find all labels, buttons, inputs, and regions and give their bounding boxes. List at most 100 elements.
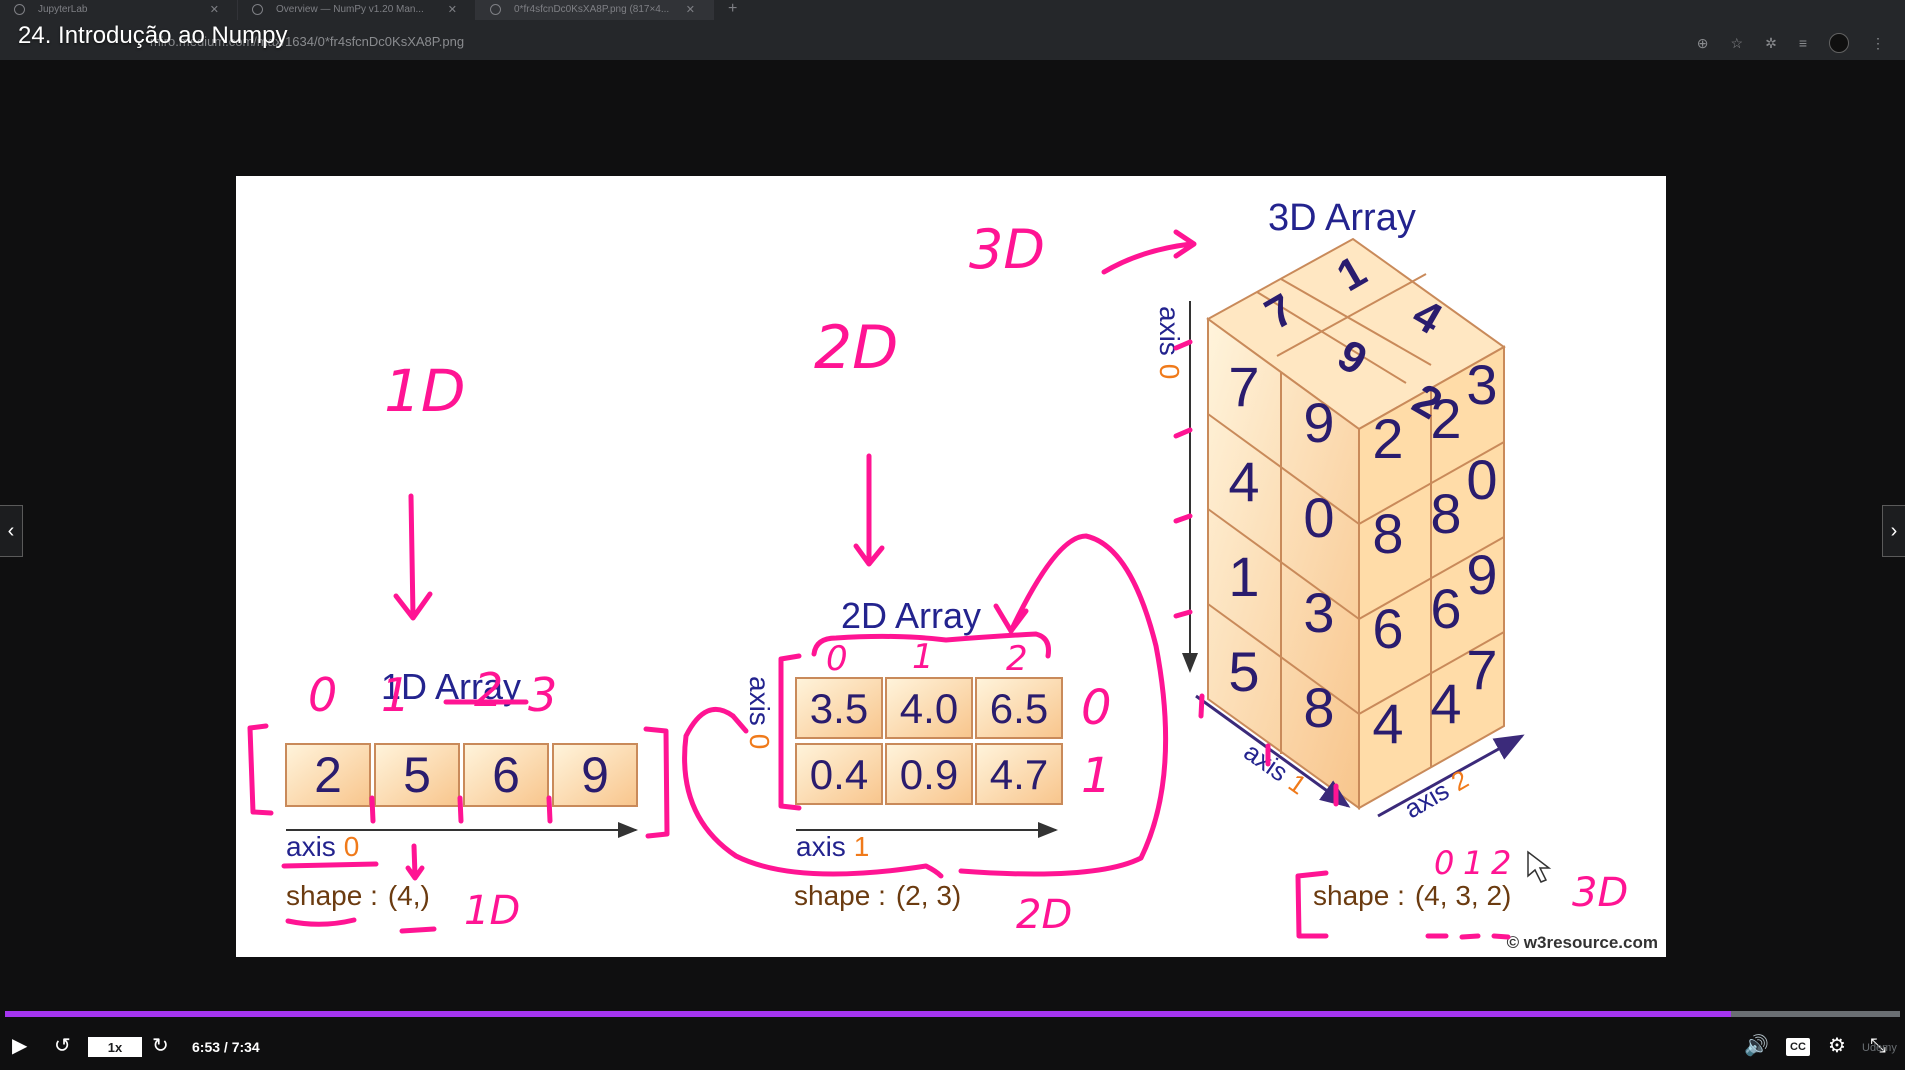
svg-text:6: 6 (1372, 597, 1403, 660)
playback-speed-button[interactable]: 1x (88, 1037, 142, 1057)
shape-label-2d: shape :(2, 3) (794, 880, 961, 911)
svg-text:2: 2 (314, 747, 342, 803)
recorded-browser-chrome: JupyterLab✕ Overview — NumPy v1.20 Man..… (0, 0, 1905, 60)
credit-text: © w3resource.com (1507, 933, 1658, 952)
array-2d-cells: 3.5 4.0 6.5 0.4 0.9 4.7 (795, 677, 1063, 805)
close-icon: ✕ (447, 4, 457, 16)
next-lecture-button[interactable]: › (1882, 505, 1905, 557)
svg-text:0: 0 (1303, 486, 1334, 549)
pen-annotation-text: 1D 2D 3D 0 1 2 3 0 1 2 0 1 0 1 2 1D 2D 3… (308, 218, 1628, 938)
shape-label-3d: shape :(4, 3, 2) (1313, 880, 1511, 911)
forward-button[interactable]: ↻ (152, 1036, 169, 1056)
video-title: 24. Introdução ao Numpy (18, 22, 288, 49)
svg-text:4: 4 (1372, 692, 1403, 755)
rewind-icon: ↺ (54, 1035, 71, 1057)
forward-icon: ↻ (152, 1035, 169, 1057)
svg-text:1: 1 (1463, 844, 1483, 882)
watermark: Udemy (1862, 1042, 1897, 1054)
volume-button[interactable]: 🔊 (1744, 1036, 1769, 1056)
close-icon: ✕ (209, 4, 219, 16)
pen-annotations (247, 229, 1511, 940)
chevron-left-icon: ‹ (7, 519, 15, 542)
array-3d-cube: 1 7 4 9 3 2 7 9 4 0 1 3 5 8 2 8 6 4 (1206, 237, 1506, 810)
svg-text:2: 2 (1491, 844, 1511, 882)
extensions-icon: ✲ (1765, 34, 1777, 51)
settings-button[interactable]: ⚙ (1828, 1036, 1846, 1056)
svg-text:1: 1 (381, 668, 410, 722)
svg-text:0: 0 (1434, 844, 1454, 882)
array-1d-cell: 9 (552, 743, 638, 807)
svg-text:9: 9 (1466, 543, 1497, 606)
progress-bar[interactable] (5, 1011, 1900, 1017)
avatar (1829, 33, 1849, 53)
svg-text:4: 4 (1430, 672, 1461, 735)
svg-text:0: 0 (308, 668, 337, 722)
svg-text:2: 2 (1430, 387, 1461, 450)
play-button[interactable]: ▶ (12, 1036, 27, 1056)
svg-text:3: 3 (1303, 581, 1334, 644)
svg-text:6: 6 (492, 747, 520, 803)
axis-2-arrow-3d (1377, 734, 1525, 818)
array-2d-cell: 0.4 (795, 743, 883, 805)
rewind-button[interactable]: ↺ (54, 1036, 71, 1056)
previous-lecture-button[interactable]: ‹ (0, 505, 23, 557)
svg-text:5: 5 (1228, 640, 1259, 703)
recorded-url: miro.medium.com/max/1634/0*fr4sfcnDc0KsX… (150, 34, 465, 49)
svg-text:4.7: 4.7 (990, 751, 1048, 798)
svg-text:3: 3 (528, 668, 557, 722)
mouse-cursor-icon (1527, 850, 1552, 883)
svg-text:8: 8 (1430, 482, 1461, 545)
svg-text:8: 8 (1303, 676, 1334, 739)
svg-text:1D: 1D (384, 357, 466, 425)
svg-text:0: 0 (1466, 448, 1497, 511)
svg-text:2: 2 (1372, 407, 1403, 470)
array-2d-cell: 4.7 (975, 743, 1063, 805)
svg-text:1D: 1D (464, 888, 520, 934)
svg-text:9: 9 (581, 747, 609, 803)
recorded-tab-strip: JupyterLab✕ Overview — NumPy v1.20 Man..… (0, 0, 1905, 20)
play-icon: ▶ (12, 1035, 28, 1057)
svg-text:9: 9 (1303, 391, 1334, 454)
array-1d-cell: 5 (374, 743, 460, 807)
volume-icon: 🔊 (1744, 1035, 1769, 1057)
array-1d-cells: 2 5 6 9 (285, 743, 638, 807)
recorded-tab: Overview — NumPy v1.20 Man...✕ (238, 0, 476, 20)
svg-text:1: 1 (1081, 748, 1112, 804)
array-1d-cell: 2 (285, 743, 371, 807)
svg-text:6: 6 (1430, 577, 1461, 640)
title-3d-array: 3D Array (1268, 197, 1416, 239)
svg-text:3D: 3D (969, 218, 1045, 281)
svg-text:2: 2 (474, 663, 503, 717)
svg-text:0: 0 (1081, 680, 1112, 736)
svg-text:3: 3 (1466, 353, 1497, 416)
svg-text:1: 1 (912, 637, 934, 677)
time-display: 6:53 / 7:34 (192, 1039, 260, 1055)
title-2d-array: 2D Array (841, 595, 981, 636)
close-icon: ✕ (685, 4, 695, 16)
axis0-label-2d: axis0 (744, 676, 775, 749)
slide-image: 1D Array 2 5 6 9 (236, 176, 1666, 957)
recorded-browser-icons: ⊕ ☆ ✲ ≡ ⋮ (1697, 33, 1885, 53)
numpy-arrays-diagram: 1D Array 2 5 6 9 (247, 197, 1658, 952)
array-2d-cell: 0.9 (885, 743, 973, 805)
fullscreen-icon: ⤡ (1870, 1035, 1886, 1057)
fullscreen-button[interactable]: ⤡ (1870, 1036, 1886, 1056)
axis0-label-3d: axis0 (1154, 306, 1185, 379)
shape-label-1d: shape :(4,) (286, 880, 430, 911)
star-icon: ☆ (1730, 34, 1744, 51)
tab-favicon-icon (14, 4, 25, 15)
progress-bar-fill (5, 1011, 1732, 1017)
svg-text:0: 0 (826, 639, 848, 679)
recorded-tab: 0*fr4sfcnDc0KsXA8P.png (817×4...✕ (476, 0, 714, 20)
new-tab-icon: + (728, 0, 738, 17)
svg-text:2D: 2D (814, 313, 898, 383)
svg-text:8: 8 (1372, 502, 1403, 565)
svg-text:0.9: 0.9 (900, 751, 958, 798)
captions-button[interactable]: CC (1786, 1038, 1810, 1056)
gear-icon: ⚙ (1828, 1035, 1846, 1057)
svg-text:0.4: 0.4 (810, 751, 868, 798)
svg-text:5: 5 (403, 747, 431, 803)
svg-text:6.5: 6.5 (990, 685, 1048, 732)
array-2d-cell: 4.0 (885, 677, 973, 739)
